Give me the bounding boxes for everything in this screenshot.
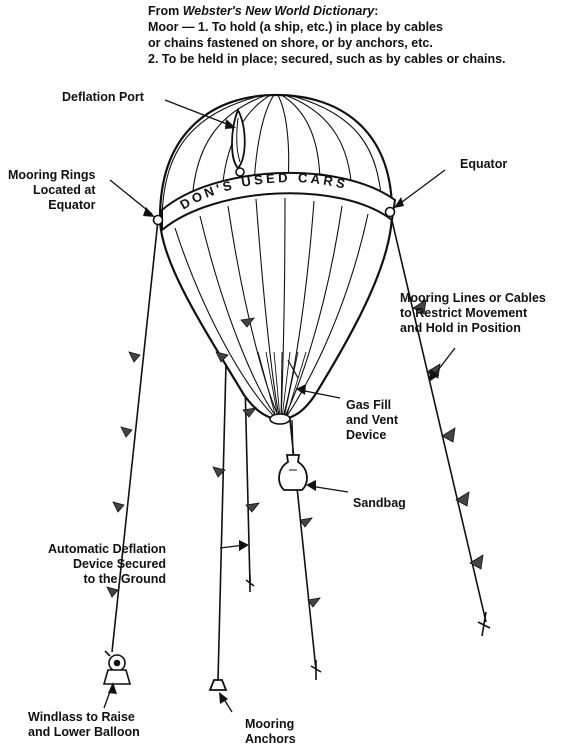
label-mooring-rings: Mooring Rings Located at Equator — [8, 168, 96, 213]
label-gas-fill-line-3: Device — [346, 428, 387, 442]
line-flags — [106, 299, 484, 608]
source-suffix: : — [374, 4, 379, 18]
label-windlass-line-2: and Lower Balloon — [28, 725, 140, 739]
definition-source: From Webster's New World Dictionary: — [148, 4, 378, 20]
source-prefix: From — [148, 4, 183, 18]
label-equator: Equator — [460, 157, 508, 171]
label-mooring-lines-line-2: to Restrict Movement — [400, 306, 528, 320]
label-sandbag: Sandbag — [353, 496, 406, 510]
label-gas-fill-line-1: Gas Fill — [346, 398, 392, 412]
balloon-envelope: DON'S USED CARS — [152, 93, 397, 425]
label-auto-deflation-line-2: Device Secured — [72, 557, 167, 571]
label-gas-fill: Gas Fill and Vent Device — [346, 398, 398, 443]
label-deflation-port: Deflation Port — [62, 90, 144, 104]
label-mooring-rings-line-3: Equator — [48, 198, 96, 212]
deflation-ring — [235, 167, 245, 177]
gas-fill-sleeve — [269, 413, 291, 425]
label-mooring-lines: Mooring Lines or Cables to Restrict Move… — [400, 291, 546, 336]
label-auto-deflation-line-3: to the Ground — [83, 572, 167, 586]
label-gas-fill-line-2: and Vent — [346, 413, 399, 427]
mooring-ring-left — [152, 214, 164, 226]
label-mooring-lines-line-1: Mooring Lines or Cables — [400, 291, 546, 305]
label-mooring-rings-line-1: Mooring Rings — [8, 168, 96, 182]
ground-stakes — [245, 575, 491, 680]
windlass-icon — [102, 650, 132, 685]
sandbag-icon — [278, 419, 308, 491]
mooring-anchor-icon — [208, 679, 228, 691]
label-mooring-anchors-line-1: Mooring — [245, 717, 295, 731]
label-windlass-line-1: Windlass to Raise — [28, 710, 135, 724]
definition-line-1: Moor — 1. To hold (a ship, etc.) in plac… — [148, 20, 443, 34]
definition-line-3: 2. To be held in place; secured, such as… — [148, 52, 506, 66]
label-mooring-anchors-line-2: Anchors — [245, 732, 296, 746]
leader-arrowheads — [108, 119, 439, 704]
label-mooring-anchors: Mooring Anchors — [245, 717, 296, 747]
definition-line-2: or chains fastened on shore, or by ancho… — [148, 36, 433, 50]
label-windlass: Windlass to Raise and Lower Balloon — [28, 710, 140, 740]
mooring-ring-right — [384, 206, 396, 218]
source-title: Webster's New World Dictionary — [182, 4, 375, 18]
label-auto-deflation: Automatic Deflation Device Secured to th… — [48, 542, 166, 587]
label-mooring-rings-line-2: Located at — [32, 183, 96, 197]
label-mooring-lines-line-3: and Hold in Position — [400, 321, 521, 335]
label-auto-deflation-line-1: Automatic Deflation — [48, 542, 167, 556]
